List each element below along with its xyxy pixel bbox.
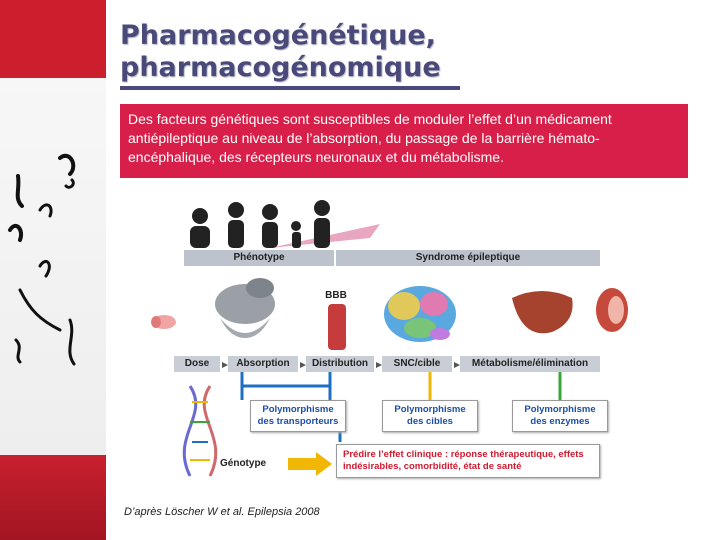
pharmacogenetics-diagram: Phénotype Syndrome épileptique BBB Dose …	[120, 186, 688, 498]
title-line-2: pharmacogénomique	[120, 52, 441, 83]
step-dose: Dose	[174, 356, 220, 372]
kidney-icon	[596, 288, 628, 332]
liver-icon	[512, 291, 573, 334]
step-metabolism: Métabolisme/élimination	[460, 356, 600, 372]
blood-vessel-icon	[328, 304, 346, 350]
brain-icon	[384, 286, 456, 342]
slide-title: Pharmacogénétique, pharmacogénomique	[120, 20, 441, 84]
step-snc-target: SNC/cible	[382, 356, 452, 372]
runner-silhouette-decor	[8, 154, 76, 366]
polymorphism-transporters: Polymorphisme des transporteurs	[250, 400, 346, 432]
diagram-illustrations	[151, 200, 628, 477]
digestive-system-icon	[215, 278, 275, 338]
polymorphism-targets: Polymorphisme des cibles	[382, 400, 478, 432]
syndrome-bar: Syndrome épileptique	[336, 250, 600, 266]
title-underline	[120, 86, 460, 90]
genotype-label: Génotype	[220, 458, 267, 469]
family-silhouette-icon	[190, 200, 330, 248]
intro-banner: Des facteurs génétiques sont susceptible…	[120, 104, 688, 178]
phenotype-bar: Phénotype	[184, 250, 334, 266]
source-credit: D’après Löscher W et al. Epilepsia 2008	[124, 506, 320, 518]
step-distribution: Distribution	[306, 356, 374, 372]
polymorphism-enzymes: Polymorphisme des enzymes	[512, 400, 608, 432]
genotype-arrow-icon	[288, 452, 332, 476]
step-arrows	[222, 362, 460, 368]
pill-icon	[151, 315, 176, 329]
step-absorption: Absorption	[228, 356, 298, 372]
left-decor-strip	[0, 0, 106, 540]
dna-helix-icon	[182, 385, 218, 477]
connector-arrows	[240, 372, 562, 442]
predict-clinical-effect-box: Prédire l’effet clinique : réponse théra…	[336, 444, 600, 478]
title-line-1: Pharmacogénétique,	[120, 20, 436, 51]
bbb-label: BBB	[325, 290, 347, 301]
